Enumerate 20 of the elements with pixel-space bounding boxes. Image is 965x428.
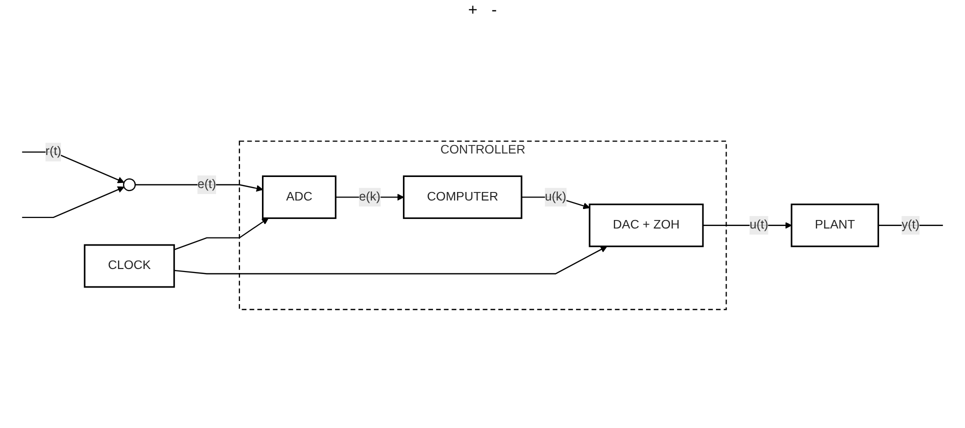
edge-label: e(t) <box>197 177 216 191</box>
sign-label: + <box>468 2 478 20</box>
arrow <box>174 246 608 274</box>
arrow <box>702 222 792 228</box>
edge-label: e(k) <box>358 190 380 204</box>
node-box: PLANT <box>790 203 880 247</box>
arrow <box>22 186 124 218</box>
arrow <box>174 218 269 250</box>
node-box: DAC + ZOH <box>588 203 704 247</box>
sign-label: - <box>492 2 497 20</box>
node-circle <box>122 178 136 191</box>
edge-label: u(t) <box>750 218 768 232</box>
edge-label: r(t) <box>45 144 62 158</box>
arrow <box>22 151 124 183</box>
node-box: COMPUTER <box>402 175 522 219</box>
arrow <box>135 184 264 192</box>
edge-label: u(k) <box>544 190 566 204</box>
node-box: CLOCK <box>84 244 175 288</box>
node-box: ADC <box>262 175 336 219</box>
edge-label: y(t) <box>902 218 920 232</box>
